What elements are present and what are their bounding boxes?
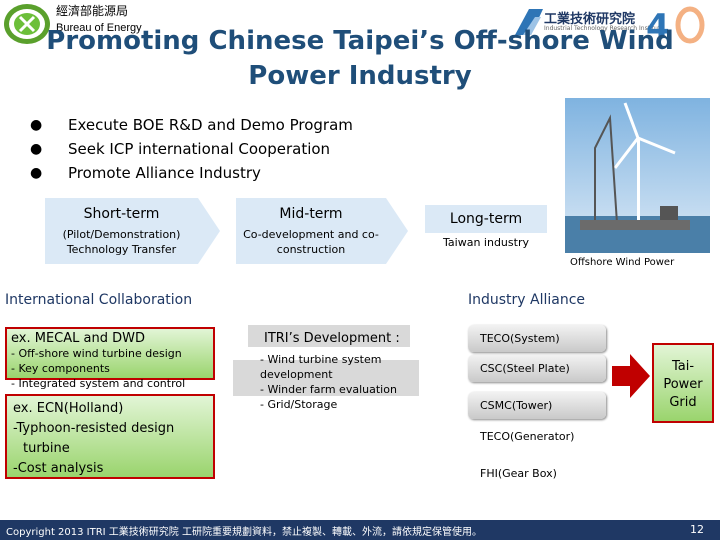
slide-title: Promoting Chinese Taipei’s Off-shore Win… bbox=[46, 26, 674, 91]
offshore-wind-turbine-photo bbox=[565, 98, 710, 253]
short-term-label: Short-term bbox=[83, 206, 160, 222]
mecal-heading: ex. MECAL and DWD bbox=[11, 331, 145, 346]
ecn-line: -Typhoon-resisted design bbox=[13, 421, 175, 436]
mecal-line: - Off-shore wind turbine design bbox=[11, 347, 182, 360]
bullet-list: ●Execute BOE R&D and Demo Program ●Seek … bbox=[30, 113, 353, 185]
industry-item: CSC(Steel Plate) bbox=[468, 355, 606, 382]
mid-term-label: Mid-term bbox=[279, 206, 343, 222]
long-term-desc: Taiwan industry bbox=[443, 236, 529, 249]
international-collaboration-heading: International Collaboration bbox=[5, 292, 193, 308]
page-number: 12 bbox=[690, 523, 704, 536]
itri-development-lines: - Wind turbine system development - Wind… bbox=[260, 353, 397, 411]
agency-name-zh: 經濟部能源局 bbox=[56, 4, 129, 18]
itri-development-heading: ITRI’s Development : bbox=[264, 331, 400, 346]
footer-copyright: Copyright 2013 ITRI 工業技術研究院 工研院重要規劃資料，禁止… bbox=[6, 527, 482, 538]
mecal-dwd-box: ex. MECAL and DWD - Off-shore wind turbi… bbox=[5, 327, 215, 390]
anniversary-40-logo-icon: 4 bbox=[646, 6, 705, 46]
bullet-item: ●Seek ICP international Cooperation bbox=[30, 137, 353, 161]
photo-caption: Offshore Wind Power bbox=[570, 257, 675, 268]
taipower-grid-box: Tai- Power Grid bbox=[652, 343, 714, 423]
mecal-line: - Key components bbox=[11, 362, 110, 375]
bullet-dot-icon: ● bbox=[30, 165, 43, 181]
bullet-item: ●Execute BOE R&D and Demo Program bbox=[30, 113, 353, 137]
itri-development-panel bbox=[233, 360, 419, 396]
mid-term-desc: Co-development and co-construction bbox=[243, 228, 379, 256]
bullet-dot-icon: ● bbox=[30, 117, 43, 133]
industry-item: TECO(System) bbox=[468, 325, 606, 352]
long-term-box: Long-term Taiwan industry bbox=[425, 205, 547, 259]
right-arrow-icon bbox=[612, 354, 650, 398]
ecn-line: -Cost analysis bbox=[13, 461, 104, 476]
industry-alliance-heading: Industry Alliance bbox=[468, 292, 586, 308]
itri-name-zh: 工業技術研究院 bbox=[544, 12, 636, 27]
long-term-label: Long-term bbox=[449, 211, 523, 227]
industry-item: CSMC(Tower) bbox=[468, 392, 606, 419]
boe-logo-icon bbox=[4, 4, 50, 44]
mecal-line: - Integrated system and control bbox=[11, 377, 186, 390]
mid-term-arrow: Mid-term Co-development and co-construct… bbox=[236, 198, 408, 264]
svg-text:4: 4 bbox=[646, 7, 670, 46]
ecn-line: turbine bbox=[23, 441, 70, 456]
short-term-desc: (Pilot/Demonstration) Technology Transfe… bbox=[62, 228, 181, 256]
industry-item: FHI(Gear Box) bbox=[480, 467, 557, 480]
itri-name-en: Industrial Technology Research Institute bbox=[544, 25, 664, 32]
itri-logo-icon bbox=[515, 9, 543, 35]
industry-item: TECO(Generator) bbox=[480, 430, 575, 443]
short-term-arrow: Short-term (Pilot/Demonstration) Technol… bbox=[45, 198, 220, 264]
itri-development-box: ITRI’s Development : - Wind turbine syst… bbox=[248, 325, 410, 411]
bullet-dot-icon: ● bbox=[30, 141, 43, 157]
bullet-item: ●Promote Alliance Industry bbox=[30, 161, 353, 185]
agency-name-en: Bureau of Energy bbox=[56, 22, 142, 34]
footer-bar bbox=[0, 520, 720, 540]
ecn-line: ex. ECN(Holland) bbox=[13, 401, 124, 416]
ecn-box: ex. ECN(Holland) -Typhoon-resisted desig… bbox=[5, 394, 215, 479]
